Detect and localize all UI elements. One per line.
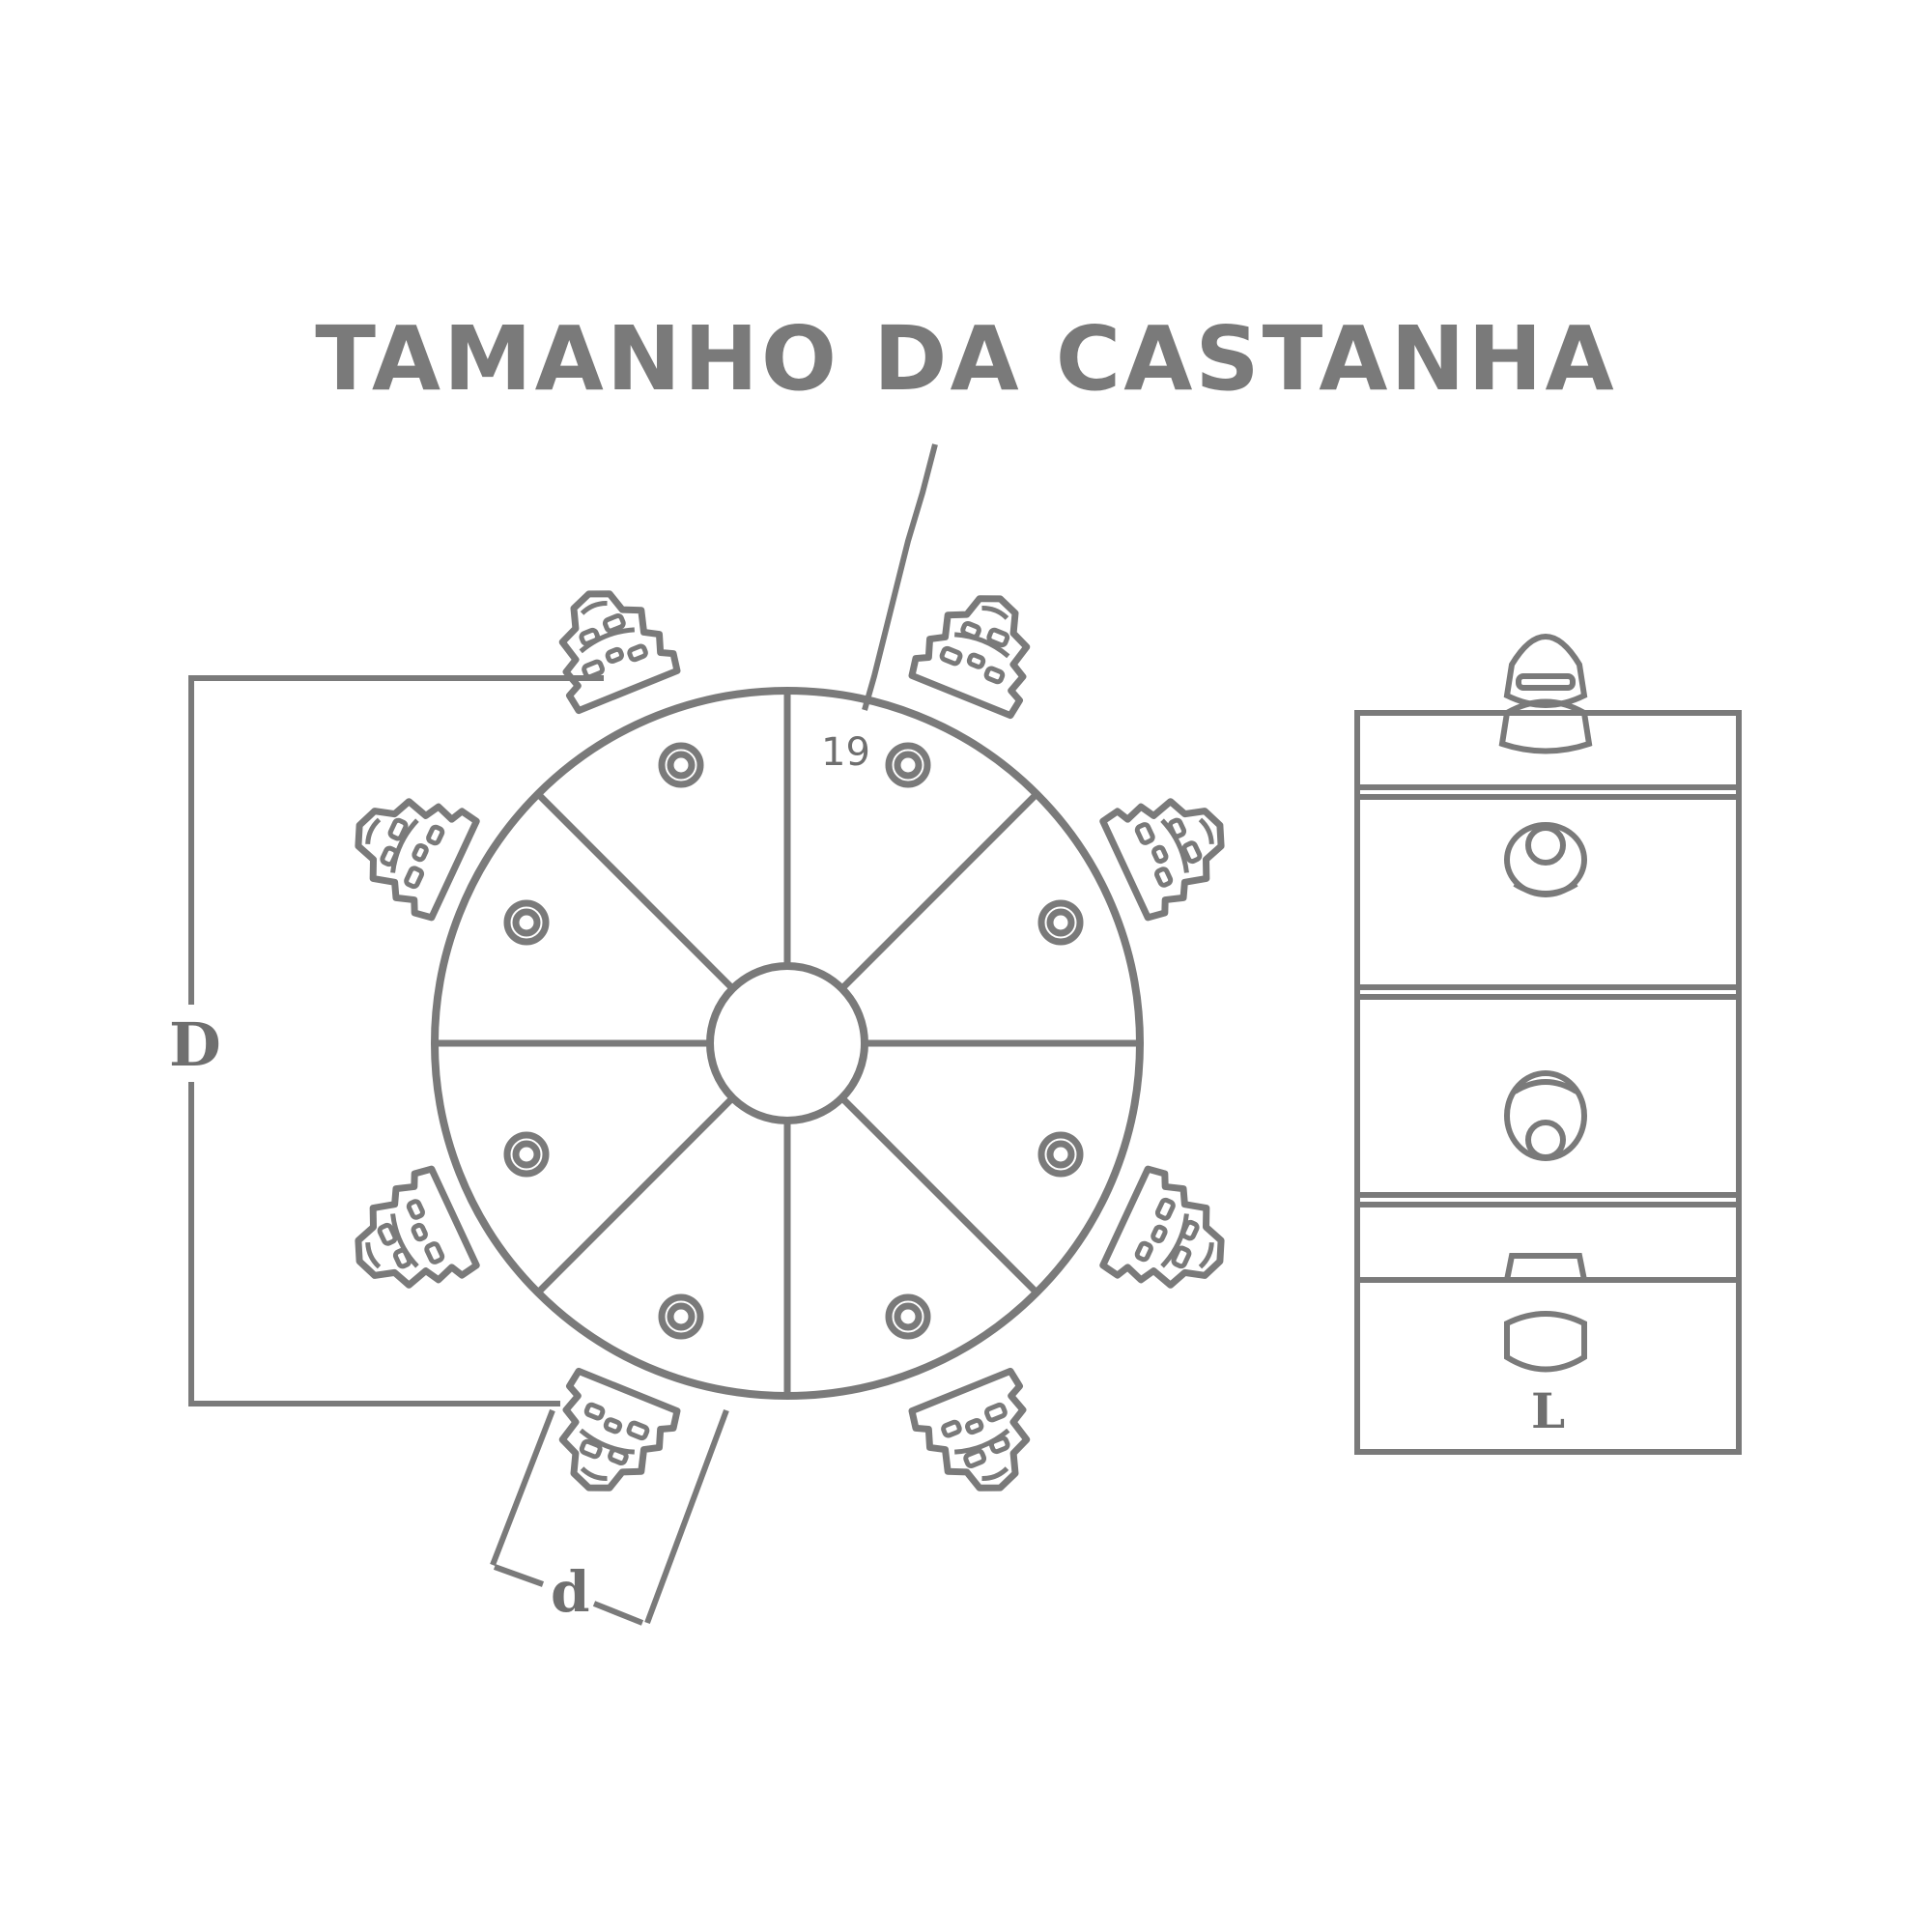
side-jaws — [1498, 634, 1593, 1373]
inner-dimension — [490, 1408, 729, 1626]
diameter-label: D — [169, 1009, 221, 1080]
side-view — [1354, 710, 1742, 1455]
diameter-dimension — [188, 675, 604, 1406]
chuck-hub — [706, 962, 868, 1124]
diagram-title: TAMANHO DA CASTANHA — [315, 307, 1617, 411]
angle-label: 19 — [821, 730, 870, 775]
length-label: L — [1531, 1382, 1565, 1439]
angle-leader — [862, 443, 938, 711]
inner-label: d — [551, 1559, 590, 1625]
